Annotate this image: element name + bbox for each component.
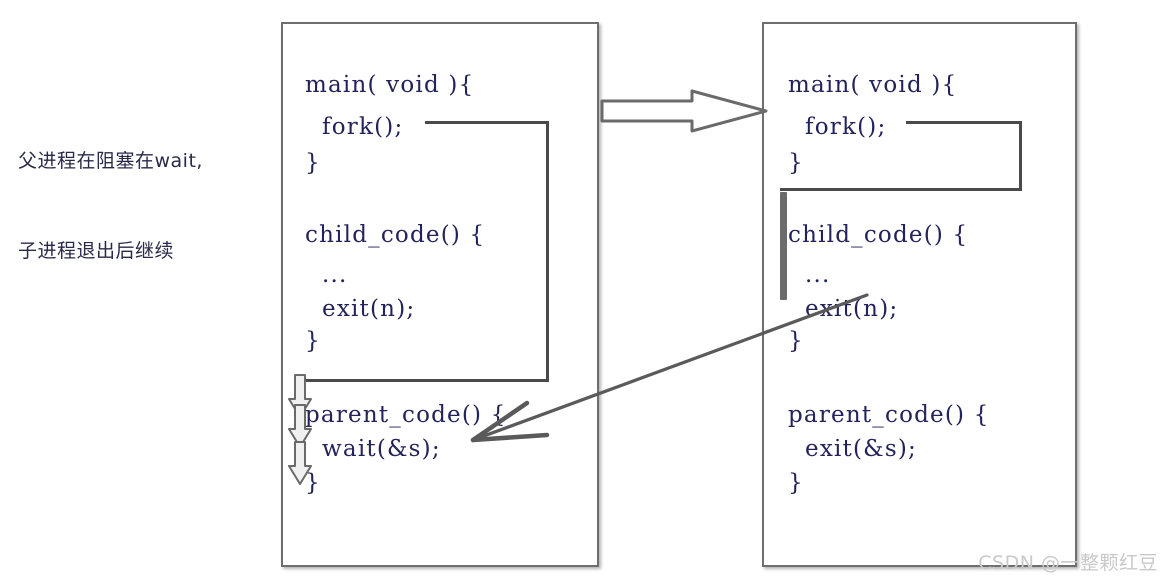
child-execution-bar bbox=[780, 192, 787, 300]
code-line-exit-right: exit(n); bbox=[788, 296, 899, 322]
fork-transition-arrow bbox=[600, 89, 768, 133]
parent-process-panel: main( void ){ fork(); } child_code() { .… bbox=[281, 22, 599, 567]
code-line-parentcode-right: parent_code() { bbox=[788, 402, 990, 428]
code-line-child-close-right: } bbox=[788, 328, 804, 354]
connector-vertical-left bbox=[546, 121, 549, 381]
parent-blocked-arrow-2 bbox=[288, 404, 312, 448]
connector-vertical-right bbox=[1019, 121, 1022, 191]
annotation-line-1: 父进程在阻塞在wait, bbox=[18, 150, 203, 172]
parent-blocked-arrow-3 bbox=[288, 441, 312, 485]
code-line-parent-close-left: } bbox=[305, 470, 321, 496]
connector-bottom-horizontal-left bbox=[299, 379, 549, 382]
code-line-main-left: main( void ){ bbox=[305, 72, 475, 98]
code-line-main-close-left: } bbox=[305, 150, 321, 176]
code-line-main-close-right: } bbox=[788, 150, 804, 176]
connector-top-horizontal-left bbox=[425, 121, 549, 124]
watermark: CSDN @一整颗红豆 bbox=[978, 552, 1158, 574]
code-line-fork-right: fork(); bbox=[788, 114, 887, 140]
annotation-text: 父进程在阻塞在wait, 子进程退出后继续 bbox=[18, 86, 280, 326]
child-process-panel: main( void ){ fork(); } child_code() { .… bbox=[762, 22, 1077, 567]
code-line-ellipsis-right: ... bbox=[788, 262, 831, 288]
code-line-childcode-left: child_code() { bbox=[305, 222, 486, 248]
code-line-parentcode-left: parent_code() { bbox=[305, 402, 507, 428]
code-line-fork-left: fork(); bbox=[305, 114, 404, 140]
code-line-parent-close-right: } bbox=[788, 470, 804, 496]
connector-bottom-horizontal-right bbox=[780, 188, 1022, 191]
child-process-code: main( void ){ fork(); } child_code() { .… bbox=[764, 24, 1075, 565]
code-line-child-close-left: } bbox=[305, 328, 321, 354]
code-line-exit-left: exit(n); bbox=[305, 296, 416, 322]
code-line-wait-left: wait(&s); bbox=[305, 436, 441, 462]
annotation-line-2: 子进程退出后继续 bbox=[18, 240, 175, 262]
code-line-main-right: main( void ){ bbox=[788, 72, 958, 98]
parent-process-code: main( void ){ fork(); } child_code() { .… bbox=[283, 24, 597, 565]
code-line-childcode-right: child_code() { bbox=[788, 222, 969, 248]
connector-top-horizontal-right bbox=[906, 121, 1022, 124]
code-line-ellipsis-left: ... bbox=[305, 262, 348, 288]
code-line-exit-s-right: exit(&s); bbox=[788, 436, 917, 462]
